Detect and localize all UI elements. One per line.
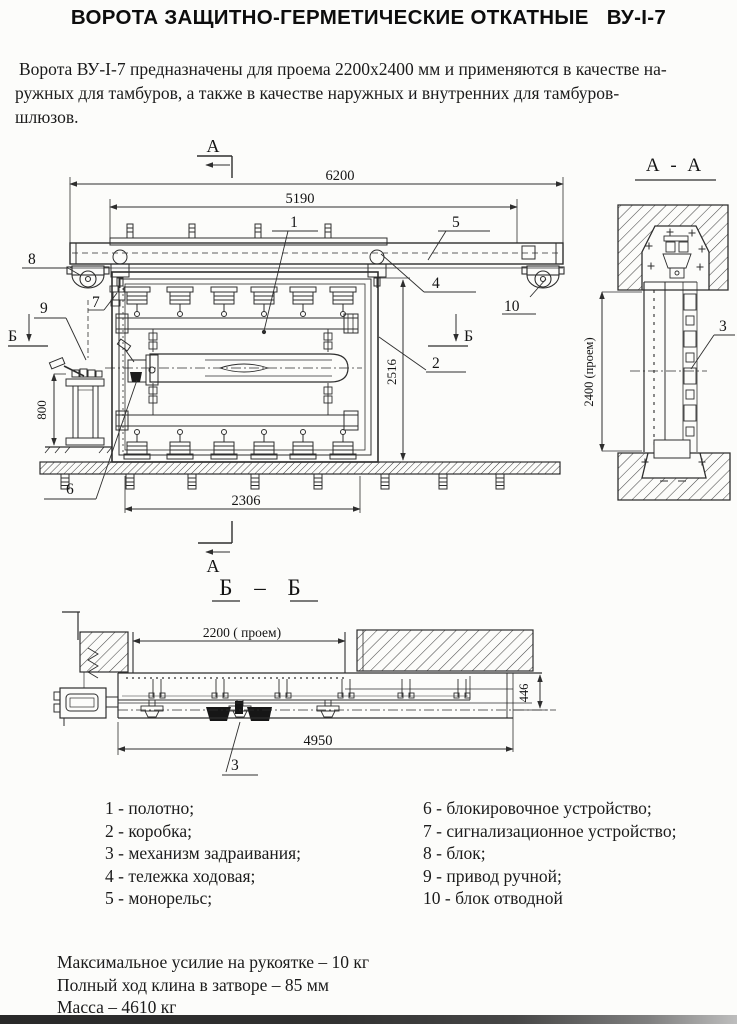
dim-drive-height: 800 — [34, 373, 66, 446]
leaf-section — [630, 281, 707, 452]
foundation — [39, 461, 561, 490]
callout-8: 8 — [22, 251, 81, 276]
signal-device — [109, 285, 126, 307]
legend-item: 5 - монорельс; — [105, 888, 213, 909]
monorail-beam — [69, 242, 564, 269]
legend-item: 3 - механизм задраивания; — [105, 843, 301, 864]
svg-text:2400 (проем): 2400 (проем) — [582, 337, 596, 406]
svg-text:10: 10 — [504, 298, 520, 315]
plane-marker-b-right: Б — [428, 314, 473, 347]
link-rods — [148, 329, 333, 415]
leaf-plan — [117, 672, 556, 752]
callout-6: 6 — [44, 379, 138, 500]
main-view: А 6200 5190 — [8, 136, 565, 576]
tie-bar-top — [115, 313, 359, 334]
svg-text:4: 4 — [432, 275, 440, 292]
dim-leaf-width: 2306 — [124, 476, 361, 513]
pulley-block-right — [521, 265, 565, 289]
legend-right-column: 6 - блокировочное устройство; 7 - сигнал… — [423, 797, 676, 910]
hand-drive-pedestal — [44, 356, 113, 454]
legend-item: 9 - привод ручной; — [423, 865, 562, 886]
trolley-left — [110, 249, 130, 289]
legend-item: 1 - полотно; — [105, 798, 195, 818]
dim-leaf-thickness: 446 — [513, 674, 548, 711]
corner-mark — [62, 611, 80, 640]
svg-text:5: 5 — [452, 214, 460, 231]
svg-text:6200: 6200 — [326, 168, 355, 184]
lintel-block — [617, 204, 729, 291]
callout-3-aa: 3 — [690, 318, 735, 370]
legend-item: 7 - сигнализационное устройство; — [423, 820, 677, 841]
svg-text:5190: 5190 — [286, 191, 315, 207]
section-marker-a-bottom: А — [198, 521, 233, 576]
svg-text:6: 6 — [66, 481, 74, 498]
callout-10: 10 — [502, 278, 547, 315]
callout-3-bb: 3 — [222, 721, 258, 776]
svg-text:7: 7 — [92, 294, 100, 311]
callout-7: 7 — [88, 292, 118, 311]
section-marker-a-top: А — [197, 136, 233, 178]
dim-total-length: 4950 — [117, 722, 514, 755]
spec-line: Максимальное усилие на рукоятке – 10 кг — [57, 952, 370, 972]
plane-marker-b-left: Б — [8, 314, 48, 347]
buffer-spring — [87, 647, 99, 679]
dim-monorail-length: 5190 — [109, 191, 518, 243]
svg-text:446: 446 — [517, 684, 531, 703]
section-aa: А - А — [582, 155, 735, 501]
spec-line: Масса – 4610 кг — [57, 997, 177, 1018]
svg-text:800: 800 — [34, 400, 49, 420]
dim-opening-height: 2400 (проем) — [582, 291, 642, 452]
technical-drawing: А 6200 5190 — [8, 136, 735, 776]
callout-1: 1 — [261, 214, 318, 335]
svg-text:2516: 2516 — [384, 359, 399, 386]
svg-text:4950: 4950 — [304, 733, 333, 749]
hand-drive-plan — [53, 672, 119, 726]
svg-text:А: А — [207, 556, 220, 576]
svg-text:А: А — [207, 136, 220, 156]
section-aa-title: А - А — [646, 155, 704, 176]
dim-door-height: 2516 — [380, 277, 410, 461]
legend-item: 2 - коробка; — [105, 820, 192, 841]
callout-5: 5 — [427, 214, 490, 261]
central-shaft — [105, 353, 362, 383]
legend-item: 10 - блок отводной — [423, 888, 563, 909]
svg-text:2: 2 — [432, 355, 440, 372]
lock-device — [116, 338, 159, 386]
callout-9: 9 — [34, 300, 87, 361]
svg-text:3: 3 — [231, 757, 239, 774]
svg-text:8: 8 — [28, 251, 36, 268]
section-bb-title: Б – Б — [219, 575, 308, 600]
legend-item: 8 - блок; — [423, 843, 486, 864]
legend-item: 4 - тележка ходовая; — [105, 865, 256, 886]
dim-overall-length: 6200 — [69, 168, 564, 243]
sill-block — [617, 439, 731, 501]
section-bb: Б – Б — [53, 575, 556, 776]
callout-4: 4 — [380, 253, 476, 293]
svg-text:2200 ( проем): 2200 ( проем) — [203, 625, 281, 640]
scan-artifact — [0, 1015, 737, 1024]
legend-item: 6 - блокировочное устройство; — [423, 798, 652, 818]
specs-block: Максимальное усилие на рукоятке – 10 кг … — [57, 951, 369, 1019]
pulley-block-left — [66, 265, 110, 289]
tie-bar-bottom — [115, 410, 359, 431]
legend-left-column: 1 - полотно; 2 - коробка; 3 - механизм з… — [105, 797, 301, 910]
svg-text:3: 3 — [719, 318, 727, 335]
dim-opening-width: 2200 ( проем) — [132, 625, 346, 644]
spec-line: Полный ход клина в затворе – 85 мм — [57, 974, 329, 995]
page-title: ВОРОТА ЗАЩИТНО-ГЕРМЕТИЧЕСКИЕ ОТКАТНЫЕ ВУ… — [70, 6, 667, 29]
clamp-row-top — [123, 286, 357, 317]
intro-paragraph: Ворота ВУ-I-7 предназначены для проема 2… — [15, 59, 667, 127]
wall-right — [344, 629, 534, 673]
monorail-trolley-section — [662, 235, 692, 279]
callout-2: 2 — [378, 336, 466, 373]
svg-text:2306: 2306 — [232, 493, 261, 509]
svg-text:Б: Б — [8, 328, 17, 345]
monorail-mounting-plate — [109, 223, 388, 246]
svg-text:1: 1 — [290, 214, 298, 231]
svg-text:Б: Б — [464, 328, 473, 345]
wall-pier-left — [79, 631, 129, 673]
svg-text:9: 9 — [40, 300, 48, 317]
